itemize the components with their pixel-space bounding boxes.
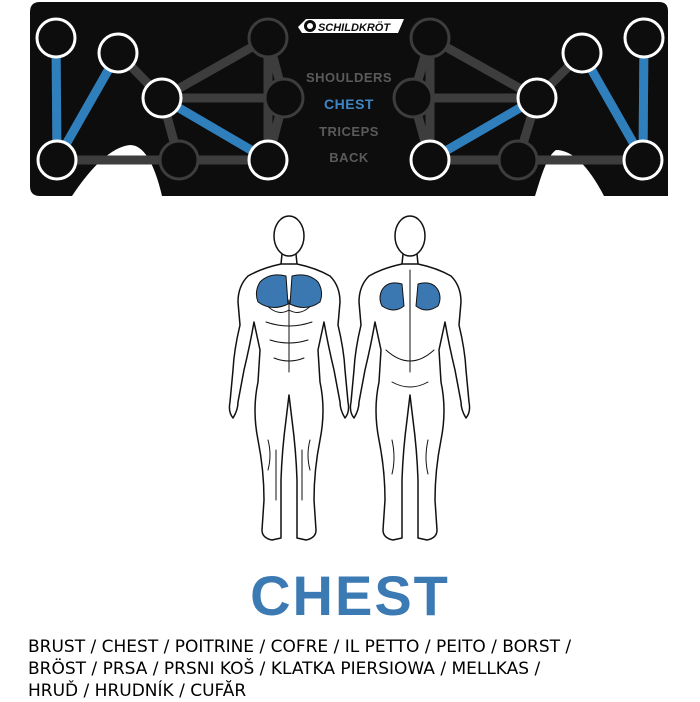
active-connector-line [52, 48, 123, 165]
grip-hole-inactive [392, 77, 434, 119]
front-body-figure [228, 215, 350, 541]
inactive-grip-holes [158, 17, 539, 181]
muscle-label-chest: CHEST [324, 96, 374, 112]
grip-hole-active [247, 139, 289, 181]
translation-line: BRÖST / PRSA / PRSNI KOŠ / KLATKA PIERSI… [28, 659, 541, 679]
grip-hole-active [622, 139, 664, 181]
grip-hole-active [561, 32, 603, 74]
grip-hole-inactive [158, 139, 200, 181]
active-connector-line [577, 48, 648, 165]
brand-name: SCHILDKRÖT [318, 21, 391, 34]
grip-hole-inactive [247, 17, 289, 59]
front-chest-highlight [255, 274, 323, 308]
brand-logo: SCHILDKRÖT [298, 19, 404, 34]
translation-line: BRUST / CHEST / POITRINE / COFRE / IL PE… [28, 637, 572, 657]
grip-hole-active [623, 17, 665, 59]
grip-hole-inactive [263, 77, 305, 119]
muscle-group-heading: CHEST [250, 564, 450, 627]
muscle-label-shoulders: SHOULDERS [306, 70, 392, 85]
muscle-label-triceps: TRICEPS [319, 124, 379, 139]
active-grip-holes [35, 17, 665, 181]
pushup-board: SCHILDKRÖT SHOULDERS CHEST TRICEPS BACK [30, 2, 668, 196]
translation-line: HRUĎ / HRUDNÍK / CUFĂR [28, 681, 247, 701]
muscle-label-back: BACK [329, 150, 369, 165]
grip-hole-inactive [497, 139, 539, 181]
grip-hole-active [141, 77, 183, 119]
active-connector-line [425, 93, 542, 165]
grip-hole-active [409, 139, 451, 181]
anatomy-figures [228, 215, 471, 541]
grip-hole-active [35, 17, 77, 59]
back-body-figure [349, 215, 471, 541]
grip-hole-active [516, 77, 558, 119]
grip-hole-active [36, 139, 78, 181]
grip-hole-active [97, 32, 139, 74]
grip-hole-inactive [409, 17, 451, 59]
back-muscle-highlight [379, 282, 441, 311]
translations-block: BRUST / CHEST / POITRINE / COFRE / IL PE… [28, 636, 688, 702]
